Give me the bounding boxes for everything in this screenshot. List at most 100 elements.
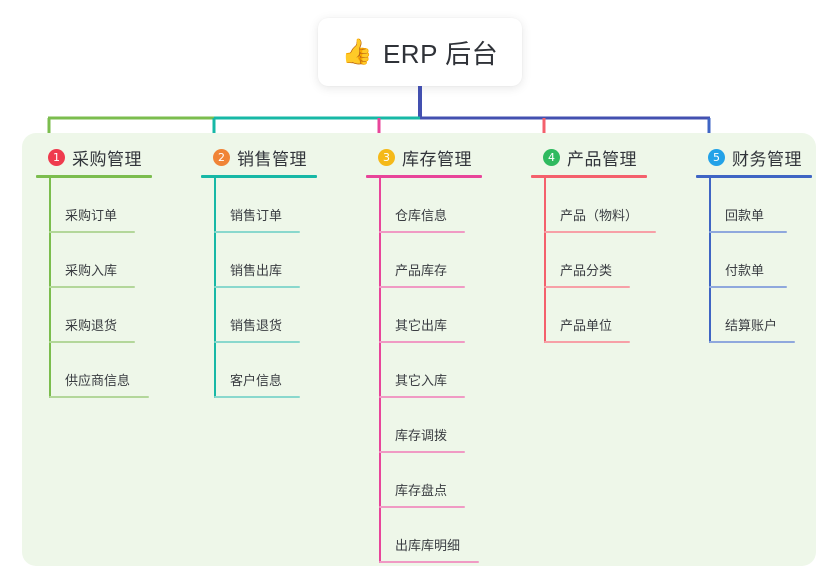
thumbs-up-icon: 👍: [341, 37, 373, 66]
branch-item-label: 仓库信息: [395, 208, 448, 223]
branch-item[interactable]: 产品单位: [531, 288, 691, 343]
branch-item-rule: [379, 341, 465, 343]
branch-item[interactable]: 库存盘点: [366, 453, 521, 508]
branch-header-2[interactable]: 2 销售管理: [201, 145, 351, 169]
branch-item-rule: [214, 396, 300, 398]
branch-item-rule: [544, 341, 630, 343]
branch-item-label: 出库库明细: [395, 538, 461, 553]
branch-item-label: 采购入库: [65, 263, 118, 278]
branch-items: 回款单付款单结算账户: [696, 178, 839, 343]
branch-item[interactable]: 采购退货: [36, 288, 186, 343]
branch-item-label: 结算账户: [725, 318, 778, 333]
branch-header-4[interactable]: 4 产品管理: [531, 145, 691, 169]
branch-column-3: 3 库存管理仓库信息产品库存其它出库其它入库库存调拨库存盘点出库库明细: [366, 145, 521, 563]
branch-item-rule: [214, 231, 300, 233]
branch-item-label: 其它入库: [395, 373, 448, 388]
branch-item-label: 产品（物料）: [560, 208, 639, 223]
branch-spine: [544, 178, 546, 343]
branch-item-rule: [49, 341, 135, 343]
branch-header-rule: [696, 175, 812, 178]
branch-item-rule: [379, 506, 465, 508]
branch-item-label: 库存盘点: [395, 483, 448, 498]
branch-item[interactable]: 销售订单: [201, 178, 351, 233]
branch-item[interactable]: 采购入库: [36, 233, 186, 288]
branch-title: 采购管理: [72, 149, 142, 169]
branch-header-rule: [531, 175, 647, 178]
branch-item[interactable]: 采购订单: [36, 178, 186, 233]
branch-item[interactable]: 销售退货: [201, 288, 351, 343]
branch-spine: [379, 178, 381, 563]
branch-items: 仓库信息产品库存其它出库其它入库库存调拨库存盘点出库库明细: [366, 178, 521, 563]
branch-column-5: 5 财务管理回款单付款单结算账户: [696, 145, 839, 343]
branch-item-rule: [49, 396, 149, 398]
branch-item[interactable]: 供应商信息: [36, 343, 186, 398]
branch-item-rule: [544, 231, 656, 233]
branch-item-label: 库存调拨: [395, 428, 448, 443]
branch-item[interactable]: 客户信息: [201, 343, 351, 398]
branch-item-label: 回款单: [725, 208, 765, 223]
branch-spine: [709, 178, 711, 343]
branch-item[interactable]: 其它入库: [366, 343, 521, 398]
branch-item-rule: [214, 286, 300, 288]
root-node[interactable]: 👍 ERP 后台: [318, 18, 522, 86]
branch-spine: [214, 178, 216, 398]
branch-item-rule: [49, 231, 135, 233]
branch-item[interactable]: 仓库信息: [366, 178, 521, 233]
branch-item-label: 销售退货: [230, 318, 283, 333]
branch-item-label: 产品库存: [395, 263, 448, 278]
branch-item-label: 其它出库: [395, 318, 448, 333]
branch-item[interactable]: 库存调拨: [366, 398, 521, 453]
branch-title: 库存管理: [402, 149, 472, 169]
branch-number-badge: 1: [48, 148, 65, 166]
branch-item-rule: [709, 286, 787, 288]
branch-item[interactable]: 出库库明细: [366, 508, 521, 563]
branches-panel: [22, 133, 816, 566]
branch-header-5[interactable]: 5 财务管理: [696, 145, 839, 169]
branch-header-3[interactable]: 3 库存管理: [366, 145, 521, 169]
branch-spine: [49, 178, 51, 398]
branch-item-label: 产品分类: [560, 263, 613, 278]
branch-item[interactable]: 回款单: [696, 178, 839, 233]
branch-item-label: 产品单位: [560, 318, 613, 333]
branch-item-label: 销售出库: [230, 263, 283, 278]
branch-item-rule: [379, 451, 465, 453]
branch-item-rule: [214, 341, 300, 343]
branch-column-1: 1 采购管理采购订单采购入库采购退货供应商信息: [36, 145, 186, 398]
branch-items: 销售订单销售出库销售退货客户信息: [201, 178, 351, 398]
branch-header-rule: [201, 175, 317, 178]
branch-items: 产品（物料） 产品分类产品单位: [531, 178, 691, 343]
branch-item[interactable]: 付款单: [696, 233, 839, 288]
branch-header-rule: [366, 175, 482, 178]
branch-item[interactable]: 产品（物料）: [531, 178, 691, 233]
branch-number-badge: 2: [213, 148, 230, 166]
branch-item[interactable]: 销售出库: [201, 233, 351, 288]
branch-item-rule: [379, 231, 465, 233]
branch-item-rule: [544, 286, 630, 288]
branch-item-label: 客户信息: [230, 373, 283, 388]
branch-item-label: 采购订单: [65, 208, 118, 223]
branch-item[interactable]: 其它出库: [366, 288, 521, 343]
branch-item-rule: [379, 396, 465, 398]
branch-number-badge: 5: [708, 148, 725, 166]
branch-item[interactable]: 结算账户: [696, 288, 839, 343]
branch-item[interactable]: 产品库存: [366, 233, 521, 288]
branch-item-rule: [709, 231, 787, 233]
branch-item[interactable]: 产品分类: [531, 233, 691, 288]
branch-title: 产品管理: [567, 149, 637, 169]
branch-item-label: 采购退货: [65, 318, 118, 333]
root-title: ERP 后台: [382, 38, 499, 69]
branch-items: 采购订单采购入库采购退货供应商信息: [36, 178, 186, 398]
branch-number-badge: 4: [543, 148, 560, 166]
branch-item-rule: [49, 286, 135, 288]
branch-number-badge: 3: [378, 148, 395, 166]
branch-item-rule: [379, 286, 465, 288]
branch-header-rule: [36, 175, 152, 178]
branch-column-2: 2 销售管理销售订单销售出库销售退货客户信息: [201, 145, 351, 398]
branch-item-label: 销售订单: [230, 208, 283, 223]
branch-title: 销售管理: [237, 149, 307, 169]
branch-column-4: 4 产品管理产品（物料） 产品分类产品单位: [531, 145, 691, 343]
branch-header-1[interactable]: 1 采购管理: [36, 145, 186, 169]
branch-item-label: 付款单: [725, 263, 765, 278]
branch-item-label: 供应商信息: [65, 373, 131, 388]
branch-title: 财务管理: [732, 149, 802, 169]
